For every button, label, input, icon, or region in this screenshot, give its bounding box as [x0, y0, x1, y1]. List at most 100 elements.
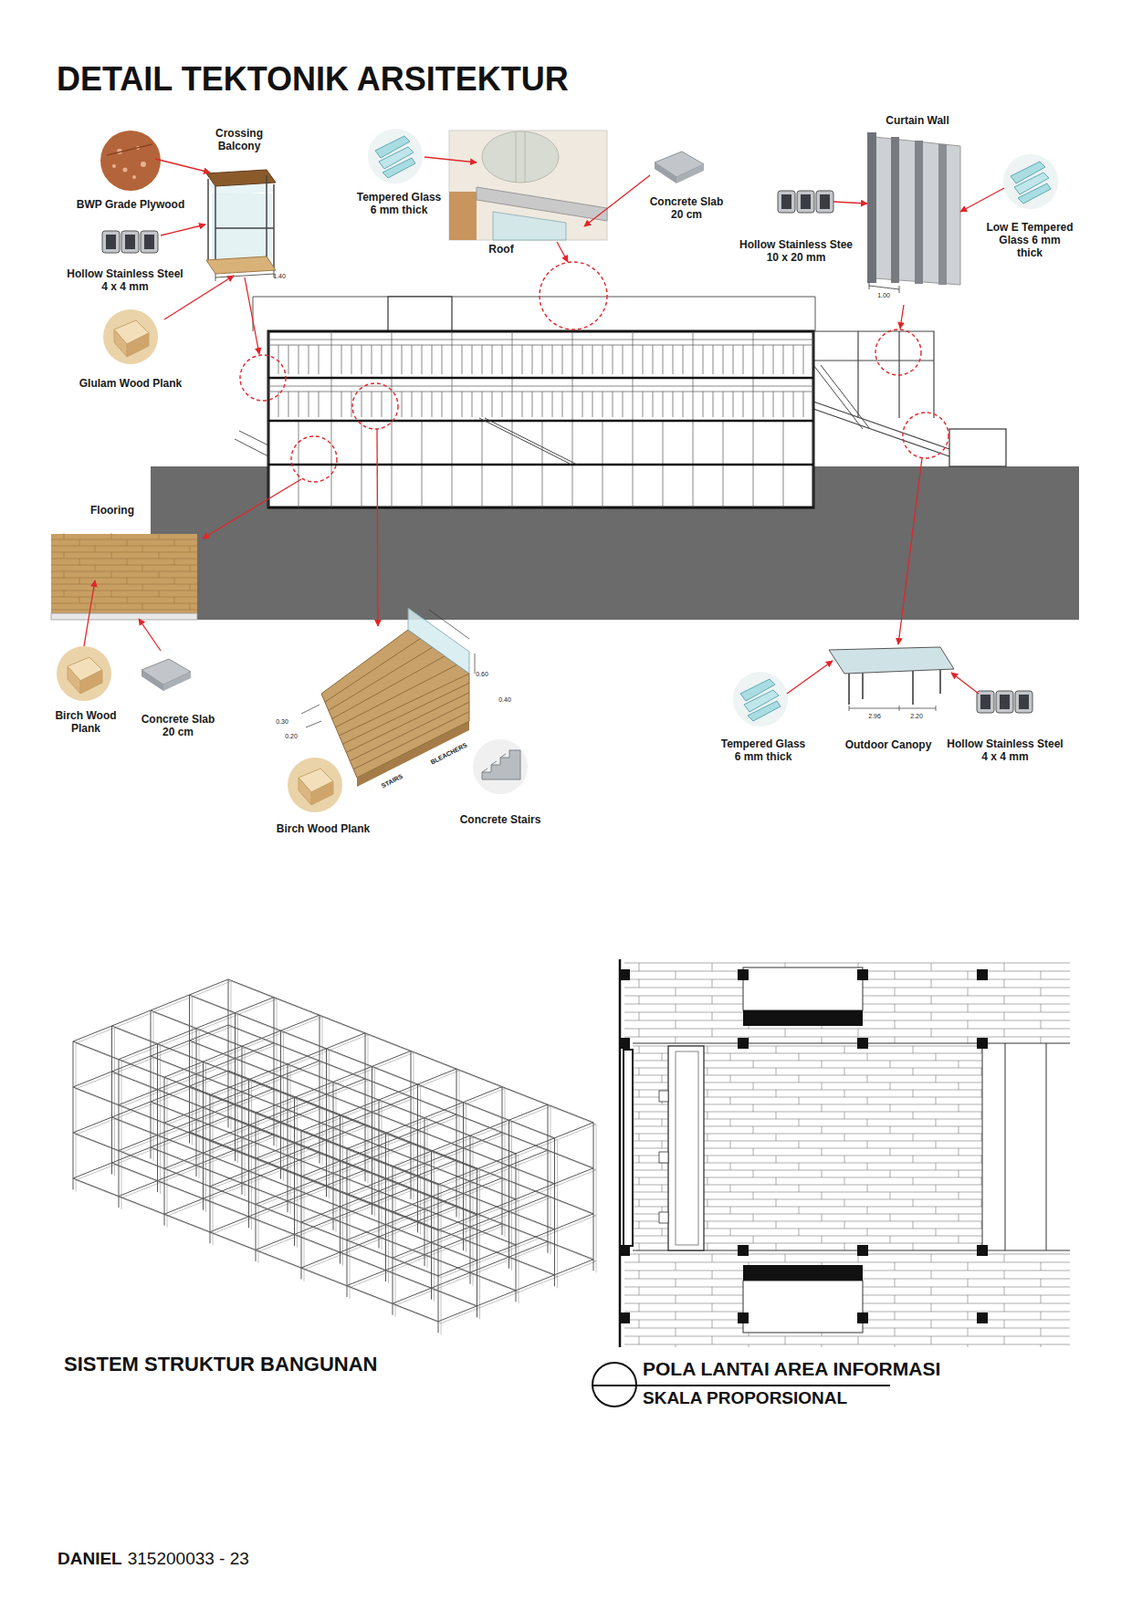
detail-circle: [875, 329, 922, 376]
leader-line: [164, 275, 234, 320]
structure-frame: [73, 979, 597, 1335]
floor-plan: [737, 1245, 749, 1257]
building-section: [949, 429, 1007, 467]
material-icon: [102, 230, 158, 253]
floor-plan: [857, 1037, 869, 1049]
material-icon: [56, 646, 112, 702]
flooring-illustration: [51, 613, 198, 620]
dimension: 1.00: [877, 292, 891, 300]
floor-plan: [743, 1265, 863, 1281]
dimension: 0.60: [475, 670, 489, 679]
callout-label: Hollow Stainless Steel 4 x 4 mm: [63, 268, 187, 294]
page-number: 315200033 - 23: [127, 1549, 250, 1570]
detail-circle: [240, 355, 286, 401]
curtain-wall-illustration: [914, 140, 923, 284]
floor-plan: [632, 1043, 1070, 1251]
leader-line: [160, 224, 206, 236]
callout-label: Glulam Wood Plank: [79, 377, 182, 391]
dimension: 2.96: [868, 712, 881, 721]
balcony-illustration: [206, 256, 276, 274]
roof-detail-image: [515, 131, 525, 183]
floor-plan: [743, 1280, 863, 1333]
material-icon: [777, 190, 834, 213]
flooring-illustration: [51, 534, 198, 614]
floor-plan: [618, 1312, 630, 1324]
drawing-heading: SISTEM STRUKTUR BANGUNAN: [63, 1352, 378, 1376]
leader-line: [786, 660, 833, 694]
callout-label: Concrete Slab 20 cm: [137, 713, 219, 740]
material-icon: [733, 671, 788, 727]
detail-circle: [352, 383, 399, 430]
floor-plan: [659, 1152, 669, 1164]
callout-label: Low E Tempered Glass 6 mm thick: [985, 221, 1075, 260]
floor-plan: [857, 969, 869, 981]
floor-plan: [675, 1051, 699, 1246]
structure-frame: [73, 979, 594, 1333]
leader-line: [900, 304, 904, 329]
leader-line: [83, 580, 95, 647]
floor-plan: [737, 969, 749, 981]
leader-line: [244, 277, 260, 355]
floor-plan: [623, 1049, 633, 1247]
author-name: DANIEL: [57, 1549, 123, 1570]
floor-plan: [618, 969, 630, 981]
canopy-illustration: [828, 647, 954, 712]
roof-detail-image: [482, 131, 559, 183]
detail-circle: [902, 412, 949, 459]
callout-label: Tempered Glass 6 mm thick: [717, 738, 809, 765]
bleacher-stairs-illustration: [301, 607, 475, 787]
callout-label: BWP Grade Plywood: [76, 199, 185, 212]
material-icon: [976, 691, 1033, 713]
detail-circle: [539, 262, 608, 330]
building-section: [479, 418, 577, 465]
window-mullions: [268, 331, 814, 508]
curtain-wall-illustration: [867, 132, 877, 283]
window-mullions: [268, 331, 814, 508]
bleacher-stairs-illustration: [408, 607, 470, 674]
leader-line: [960, 188, 1005, 212]
callout-label: Crossing Balcony: [209, 127, 270, 154]
building-section: [813, 401, 950, 457]
material-icon: [100, 130, 161, 191]
leader-line: [951, 672, 979, 694]
callout-label: Flooring: [90, 504, 135, 518]
scale-note: SKALA PROPORSIONAL: [642, 1388, 848, 1409]
curtain-wall-illustration: [867, 132, 961, 294]
leader-line: [202, 479, 302, 539]
roof-detail-image: [449, 130, 608, 241]
callout-label: Roof: [488, 243, 514, 257]
callout-label: Tempered Glass 6 mm thick: [353, 191, 445, 218]
curtain-wall-illustration: [890, 136, 900, 283]
curtain-wall-illustration: [869, 282, 900, 294]
floor-plan: [618, 959, 622, 1348]
leader-line: [833, 201, 868, 204]
drawing-heading: POLA LANTAI AREA INFORMASI: [642, 1358, 941, 1381]
floor-plan: [857, 1312, 869, 1324]
floor-planks: [51, 533, 198, 610]
material-icon: [141, 659, 191, 692]
material-icon: [367, 128, 423, 184]
callout-label: Concrete Slab 20 cm: [646, 196, 727, 222]
curtain-wall-illustration: [938, 144, 947, 285]
building-section: [234, 430, 269, 457]
balcony-illustration: [206, 169, 276, 282]
material-icon: [1003, 154, 1059, 210]
section-mark: [591, 1384, 891, 1387]
floor-plan: [618, 959, 1070, 1348]
building-section: [813, 365, 870, 430]
material-icon: [56, 128, 1059, 813]
page-title: DETAIL TEKTONIK ARSITEKTUR: [56, 60, 569, 98]
dimension: 1.40: [272, 272, 286, 281]
leader-line: [83, 157, 1005, 694]
roof-detail-image: [492, 211, 566, 241]
leader-line: [377, 429, 378, 627]
material-icon: [654, 151, 704, 184]
material-icon: [287, 757, 343, 813]
leader-line: [155, 158, 210, 173]
floor-plan: [624, 963, 1070, 1348]
building-section: [268, 377, 814, 465]
floor-plan: [659, 1090, 669, 1102]
dimension: 2.20: [910, 712, 923, 721]
floor-plan: [659, 1212, 669, 1224]
